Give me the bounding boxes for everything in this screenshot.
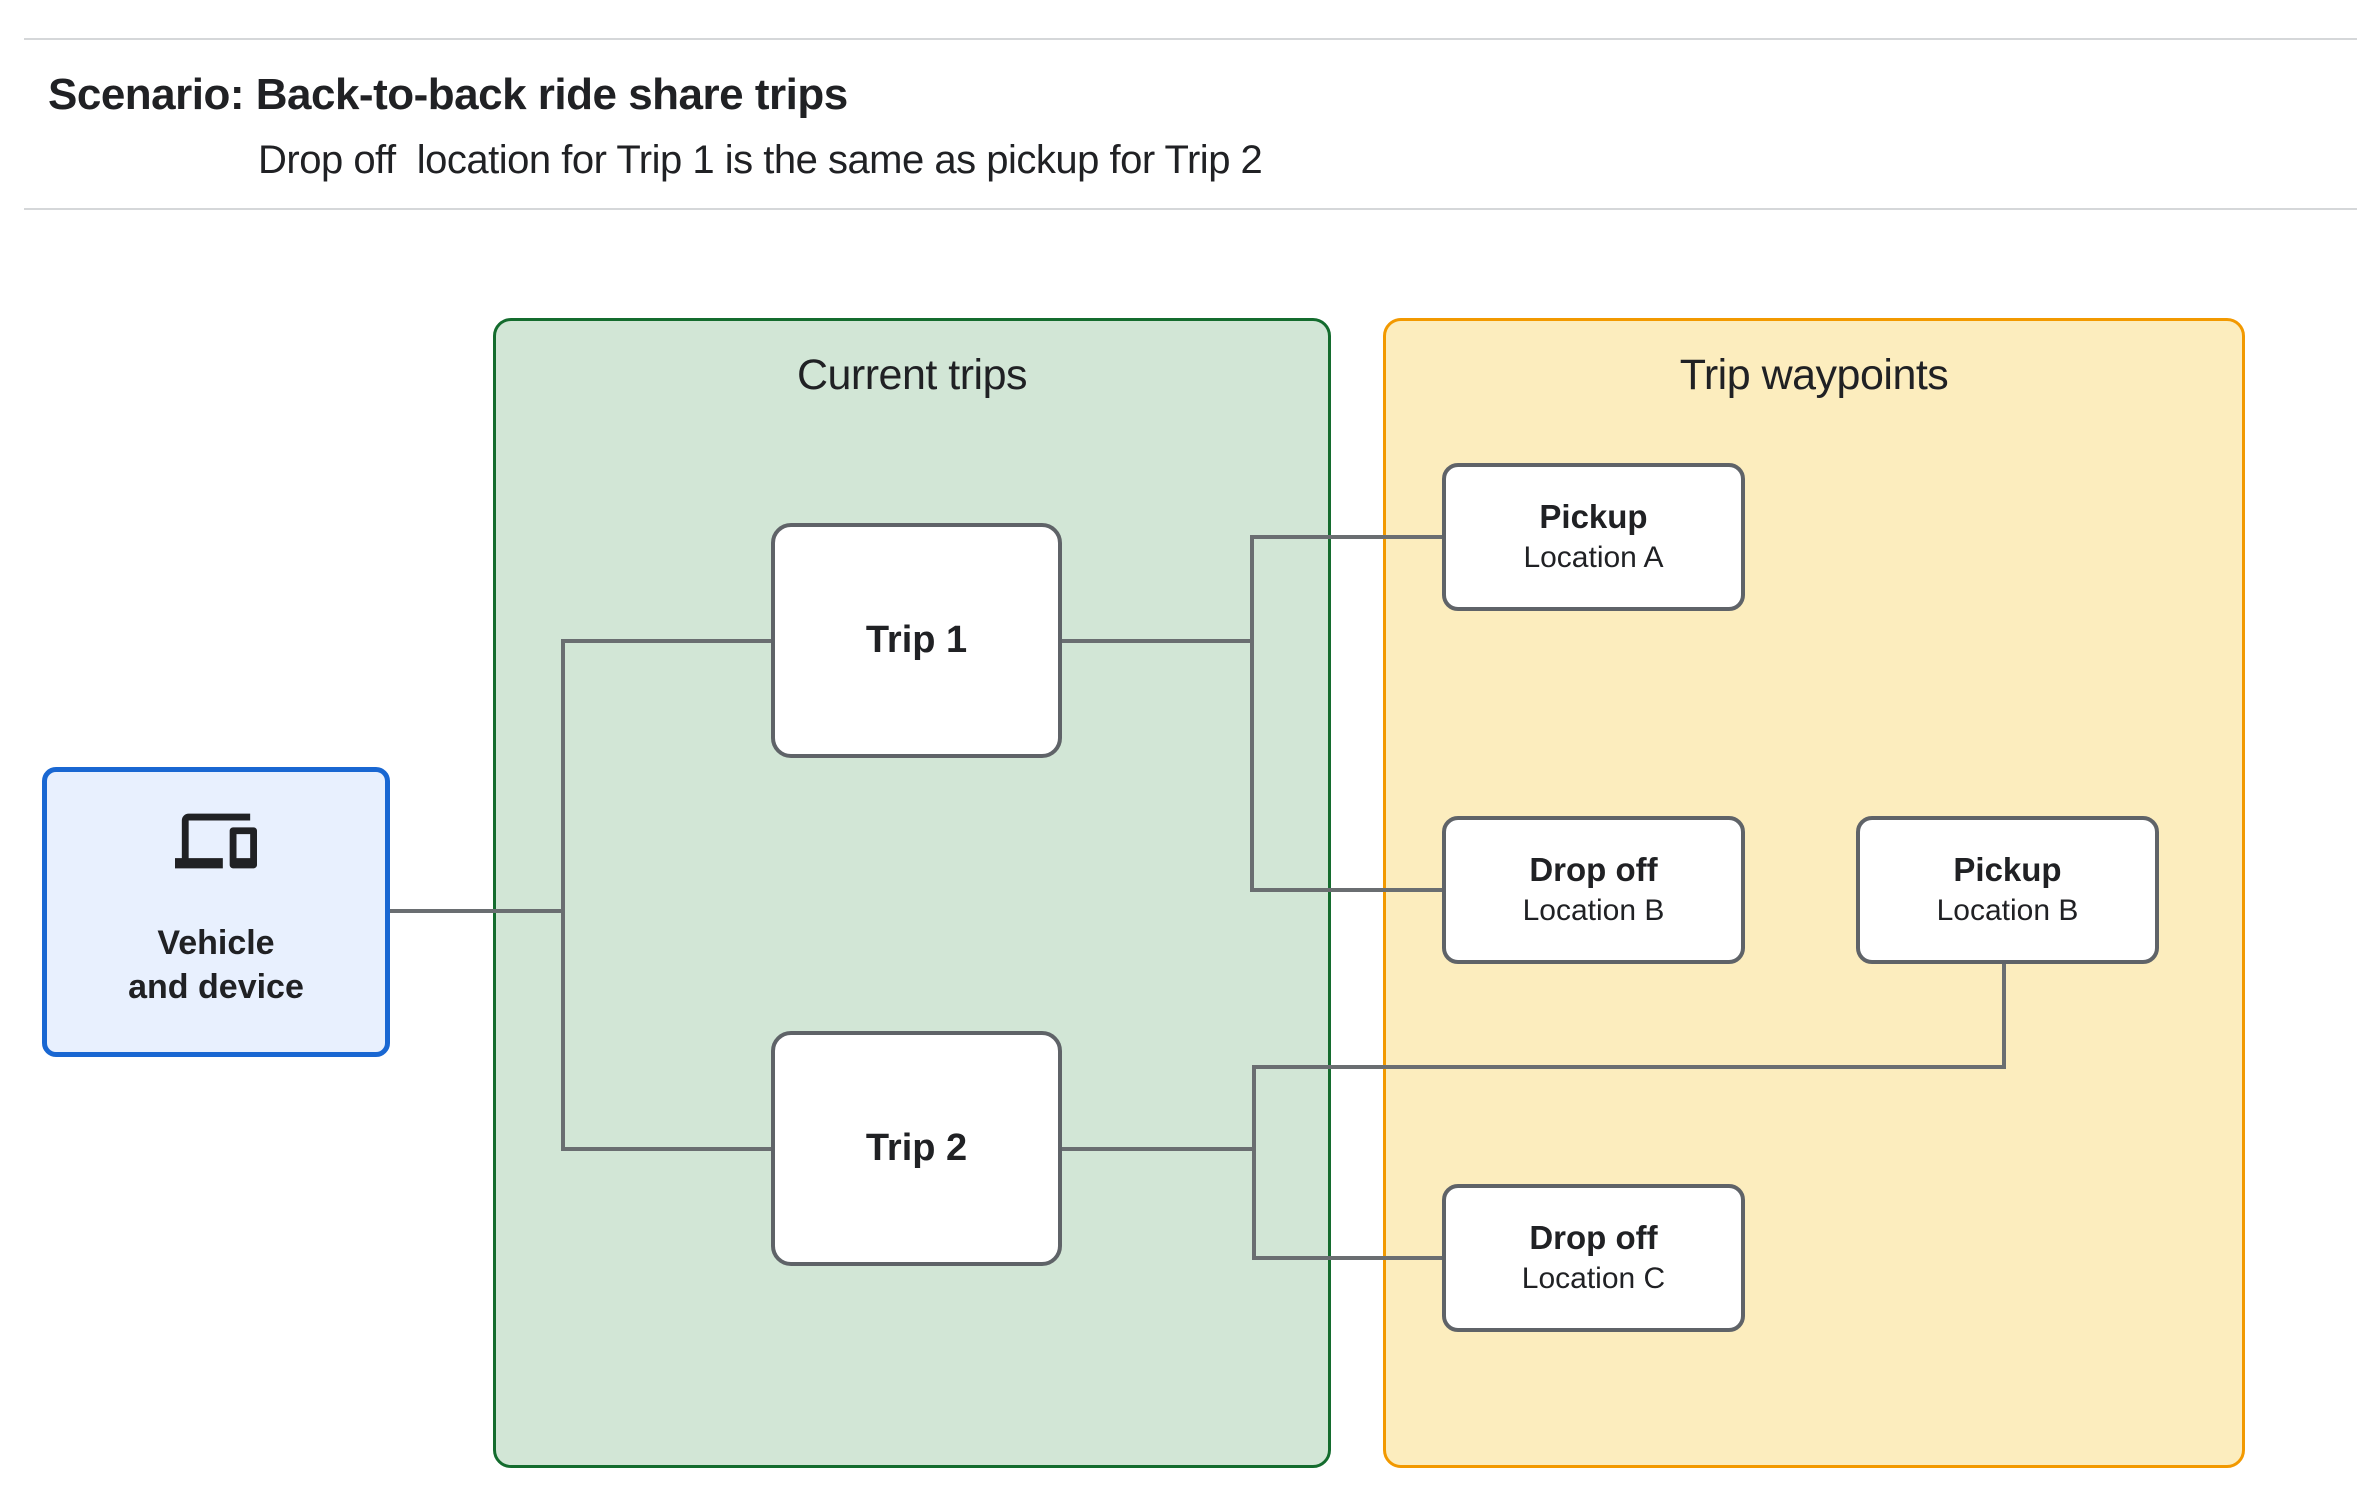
waypoint-pickup-a: Pickup Location A — [1442, 463, 1745, 611]
connector-trip1-split-vertical — [1250, 535, 1254, 892]
vehicle-label-line1: Vehicle — [157, 924, 275, 962]
connector-trip2-in — [561, 1147, 771, 1151]
waypoint-dropoff-c-title: Drop off — [1529, 1219, 1658, 1257]
header-top-divider — [24, 38, 2357, 40]
current-trips-title: Current trips — [796, 351, 1028, 399]
vehicle-label-line2: and device — [128, 967, 304, 1006]
connector-pickup-a-in — [1250, 535, 1442, 539]
waypoint-pickup-b-location: Location B — [1936, 894, 2079, 928]
waypoint-pickup-b-title: Pickup — [1953, 851, 2062, 889]
connector-pickup-b-vertical — [2002, 960, 2006, 1069]
connector-trip1-out — [1062, 639, 1254, 643]
waypoint-dropoff-c-location: Location C — [1521, 1262, 1666, 1296]
page-subtitle: Drop off location for Trip 1 is the same… — [258, 138, 1263, 182]
waypoint-dropoff-c: Drop off Location C — [1442, 1184, 1745, 1332]
vehicle-label: Vehicle and device — [128, 922, 304, 1009]
connector-dropoff-c-in — [1252, 1256, 1442, 1260]
page-title: Scenario: Back-to-back ride share trips — [48, 70, 848, 119]
connector-trip2-out — [1062, 1147, 1256, 1151]
trip-waypoints-title: Trip waypoints — [1679, 351, 1949, 399]
connector-vehicle-out — [388, 909, 565, 913]
trip-1-label: Trip 1 — [865, 619, 968, 661]
connector-trip1-in — [561, 639, 771, 643]
waypoint-dropoff-b-location: Location B — [1522, 894, 1665, 928]
trip-2-label: Trip 2 — [865, 1127, 968, 1169]
waypoint-pickup-a-title: Pickup — [1539, 498, 1648, 536]
connector-trips-split-vertical — [561, 639, 565, 1151]
waypoint-pickup-a-location: Location A — [1523, 541, 1664, 575]
waypoint-pickup-b: Pickup Location B — [1856, 816, 2159, 964]
waypoint-dropoff-b: Drop off Location B — [1442, 816, 1745, 964]
header-bottom-divider — [24, 208, 2357, 210]
connector-trip2-split-vertical — [1252, 1065, 1256, 1260]
connector-pickup-b-horizontal — [1252, 1065, 2006, 1069]
waypoint-dropoff-b-title: Drop off — [1529, 851, 1658, 889]
vehicle-node: Vehicle and device — [42, 767, 390, 1057]
connector-dropoff-b-in — [1250, 888, 1442, 892]
trip-2-node: Trip 2 — [771, 1031, 1062, 1266]
devices-icon — [175, 813, 257, 869]
current-trips-container: Current trips — [493, 318, 1331, 1468]
trip-1-node: Trip 1 — [771, 523, 1062, 758]
